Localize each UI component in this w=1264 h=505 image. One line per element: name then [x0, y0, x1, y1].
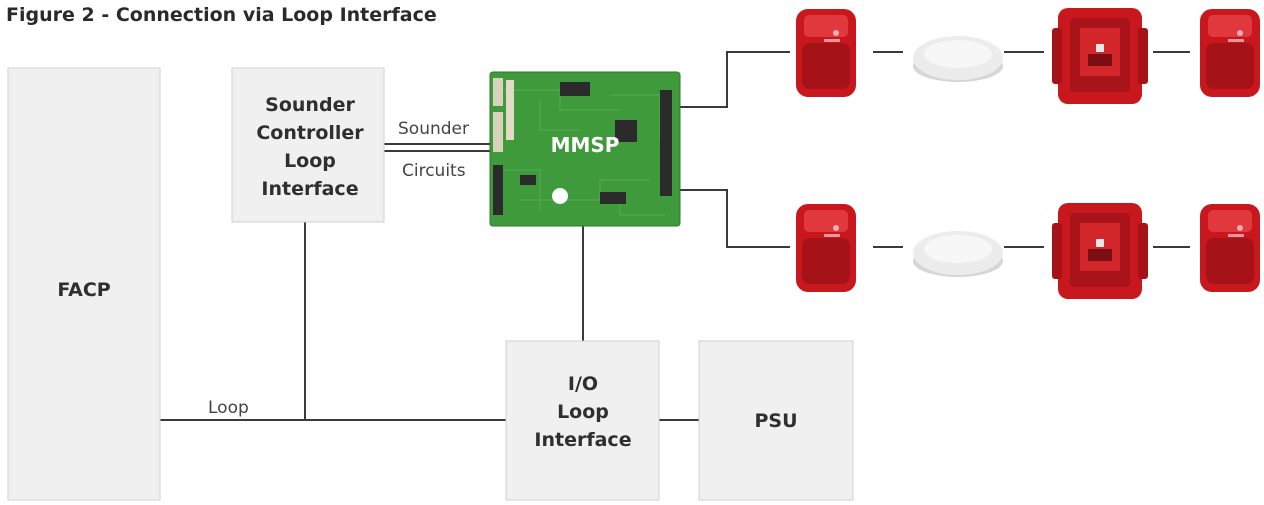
- ceiling-sounder-icon: [913, 36, 1003, 82]
- header-strip: [506, 80, 514, 140]
- figure-title: Figure 2 - Connection via Loop Interface: [6, 4, 437, 26]
- terminal-strip: [660, 90, 672, 196]
- sounder-beacon-icon: [1052, 203, 1148, 299]
- wires: [160, 51, 1190, 421]
- wall-sounder-beacon-icon: [1200, 204, 1260, 292]
- sounder-wire-label: Sounder: [398, 119, 469, 139]
- output-wire-bottom: [680, 189, 790, 248]
- chip-1: [560, 82, 590, 96]
- wall-sounder-beacon-icon: [796, 9, 856, 97]
- circuits-wire-label: Circuits: [402, 161, 466, 181]
- connector-left-2: [493, 112, 503, 152]
- mmsp-board: MMSP: [489, 71, 681, 227]
- ceiling-sounder-icon: [913, 231, 1003, 277]
- sounder-controller-box: Sounder Controller Loop Interface: [231, 67, 385, 223]
- loop-wire-label: Loop: [208, 398, 249, 418]
- chip-4: [600, 192, 626, 204]
- wall-sounder-beacon-icon: [796, 204, 856, 292]
- device-chain-bottom: [796, 203, 1260, 299]
- sounder-controller-line-3: Loop: [284, 150, 336, 172]
- mmsp-label: MMSP: [551, 133, 620, 157]
- mounting-hole: [552, 188, 568, 204]
- sounder-beacon-icon: [1052, 8, 1148, 104]
- facp-box: FACP: [7, 67, 161, 501]
- psu-box: PSU: [698, 340, 854, 501]
- output-wire-top: [680, 51, 790, 108]
- io-interface-line-1: I/O: [568, 373, 598, 395]
- io-interface-line-3: Interface: [534, 429, 631, 451]
- connector-left-3: [493, 165, 503, 215]
- chip-2: [615, 120, 637, 142]
- sounder-controller-line-4: Interface: [261, 178, 358, 200]
- io-interface-box: I/O Loop Interface: [505, 340, 660, 501]
- sounder-controller-line-1: Sounder: [265, 94, 355, 116]
- chip-3: [520, 175, 536, 185]
- psu-label: PSU: [754, 410, 797, 432]
- connector-left-1: [493, 78, 503, 106]
- facp-label: FACP: [57, 279, 110, 301]
- io-interface-line-2: Loop: [557, 401, 609, 423]
- device-chain-top: [796, 8, 1260, 104]
- sounder-controller-line-2: Controller: [256, 122, 364, 144]
- wall-sounder-beacon-icon: [1200, 9, 1260, 97]
